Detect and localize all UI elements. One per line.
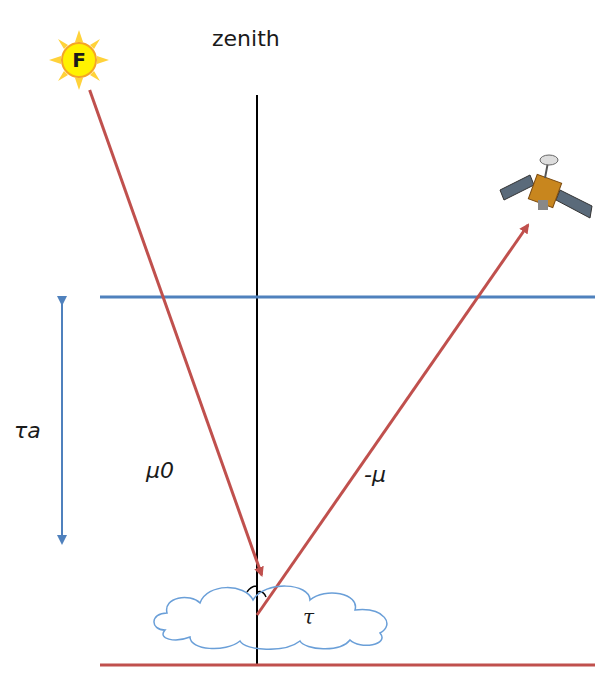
sun-circle: F — [49, 30, 109, 90]
ground-line — [100, 664, 595, 667]
node-text: F — [72, 48, 86, 72]
cloud: τ — [145, 575, 405, 650]
atmosphere-top — [100, 296, 595, 299]
cloud-outline — [145, 575, 405, 650]
reflected-ray — [257, 225, 528, 615]
satellite — [500, 155, 592, 218]
axis-label: zenith — [212, 26, 280, 51]
angle-label: μ0 — [146, 458, 174, 483]
optical-depth-label: τa — [14, 418, 41, 443]
incident-ray — [90, 90, 262, 575]
optical-depth-bracket — [61, 304, 63, 543]
angle-label: -μ — [364, 462, 386, 487]
zenith-line — [256, 95, 258, 665]
node-text: τ — [303, 605, 314, 629]
angle-arc — [247, 586, 257, 592]
